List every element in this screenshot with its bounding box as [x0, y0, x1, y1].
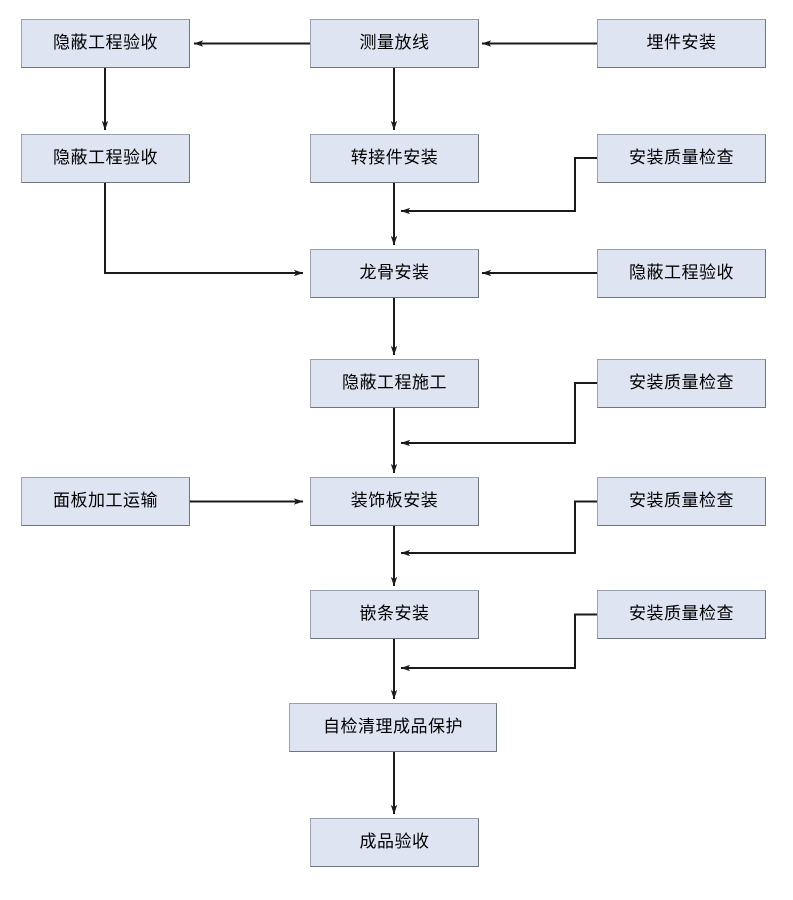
node-maijian-anzhuang[interactable]: 埋件安装	[597, 19, 766, 68]
node-label: 隐蔽工程施工	[342, 373, 447, 393]
node-label: 龙骨安装	[359, 263, 430, 283]
node-label: 安装质量检查	[629, 604, 734, 624]
node-anzhuang-zhiliang-jiancha-4[interactable]: 安装质量检查	[597, 590, 766, 639]
node-longgu-anzhuang[interactable]: 龙骨安装	[310, 249, 479, 298]
node-label: 面板加工运输	[53, 491, 158, 511]
node-label: 隐蔽工程验收	[53, 148, 158, 168]
node-label: 成品验收	[359, 832, 430, 852]
node-label: 自检清理成品保护	[323, 717, 463, 737]
node-label: 隐蔽工程验收	[53, 33, 158, 53]
node-yinbi-gongcheng-yanshou-1[interactable]: 隐蔽工程验收	[21, 19, 190, 68]
node-label: 隐蔽工程验收	[629, 263, 734, 283]
node-label: 安装质量检查	[629, 148, 734, 168]
node-mianban-jiagong-yunshu[interactable]: 面板加工运输	[21, 477, 190, 526]
node-anzhuang-zhiliang-jiancha-1[interactable]: 安装质量检查	[597, 134, 766, 183]
edge-yinbi2-to-longgu	[104, 183, 304, 277]
node-label: 嵌条安装	[359, 604, 430, 624]
node-yinbi-gongcheng-shigong[interactable]: 隐蔽工程施工	[310, 359, 479, 408]
node-label: 安装质量检查	[629, 373, 734, 393]
node-label: 埋件安装	[646, 33, 717, 53]
node-zhuanjiejian-anzhuang[interactable]: 转接件安装	[310, 134, 479, 183]
node-celiang-fangxian[interactable]: 测量放线	[310, 19, 479, 68]
node-qiantiao-anzhuang[interactable]: 嵌条安装	[310, 590, 479, 639]
node-label: 装饰板安装	[350, 491, 439, 511]
node-zijian-qingli-chengpin-baohu[interactable]: 自检清理成品保护	[289, 703, 497, 752]
node-yinbi-gongcheng-yanshou-3[interactable]: 隐蔽工程验收	[597, 249, 766, 298]
node-label: 测量放线	[359, 33, 430, 53]
node-anzhuang-zhiliang-jiancha-3[interactable]: 安装质量检查	[597, 477, 766, 526]
node-anzhuang-zhiliang-jiancha-2[interactable]: 安装质量检查	[597, 359, 766, 408]
node-yinbi-gongcheng-yanshou-2[interactable]: 隐蔽工程验收	[21, 134, 190, 183]
node-chengpin-yanshou[interactable]: 成品验收	[310, 818, 479, 867]
node-zhuangshiban-anzhuang[interactable]: 装饰板安装	[310, 477, 479, 526]
node-label: 转接件安装	[350, 148, 439, 168]
node-label: 安装质量检查	[629, 491, 734, 511]
